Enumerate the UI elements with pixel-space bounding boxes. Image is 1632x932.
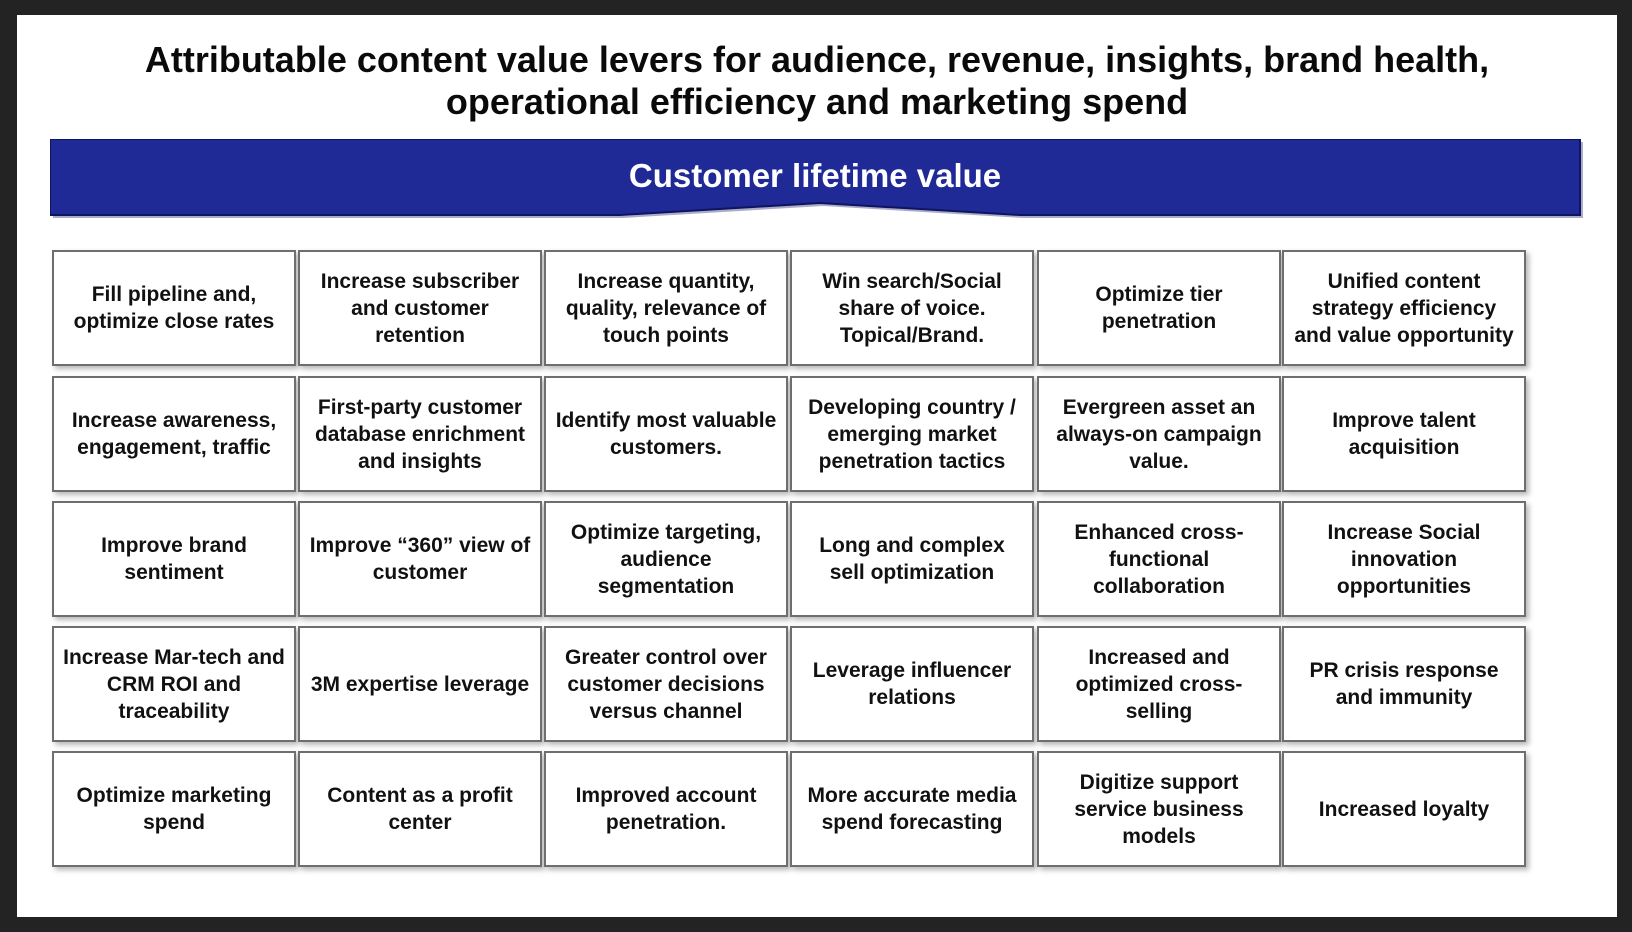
value-lever-label: Optimize marketing spend (76, 784, 272, 834)
value-lever-card: Win search/Social share of voice. Topica… (790, 250, 1034, 366)
value-lever-label: Optimize targeting, audience segmentatio… (570, 520, 762, 598)
value-lever-card: Long and complex sell optimization (790, 501, 1034, 617)
value-lever-label: Digitize support service business models (1074, 770, 1244, 848)
value-lever-label: Developing country / emerging market pen… (808, 395, 1016, 473)
value-lever-card: Content as a profit center (298, 751, 542, 867)
value-lever-card: Increased and optimized cross-selling (1037, 626, 1281, 742)
value-lever-label: Identify most valuable customers. (555, 409, 777, 459)
value-lever-card: Leverage influencer relations (790, 626, 1034, 742)
value-lever-label: First-party customer database enrichment… (314, 395, 526, 473)
title-line-2: operational efficiency and marketing spe… (445, 81, 1189, 122)
value-lever-label: More accurate media spend forecasting (807, 784, 1017, 834)
value-lever-card: Increase subscriber and customer retenti… (298, 250, 542, 366)
value-lever-label: Win search/Social share of voice. Topica… (822, 269, 1002, 347)
value-lever-card: Improve brand sentiment (52, 501, 296, 617)
value-lever-card: Improve talent acquisition (1282, 376, 1526, 492)
value-lever-card: Increase Social innovation opportunities (1282, 501, 1526, 617)
value-lever-card: Optimize tier penetration (1037, 250, 1281, 366)
value-lever-label: Increase subscriber and customer retenti… (320, 269, 520, 347)
value-lever-label: Evergreen asset an always-on campaign va… (1056, 395, 1262, 473)
value-lever-label: Increase Social innovation opportunities (1327, 520, 1481, 598)
value-lever-label: Fill pipeline and, optimize close rates (73, 283, 275, 333)
value-lever-label: 3M expertise leverage (310, 672, 530, 696)
value-lever-card: Increased loyalty (1282, 751, 1526, 867)
value-lever-card: Evergreen asset an always-on campaign va… (1037, 376, 1281, 492)
value-lever-card: Fill pipeline and, optimize close rates (52, 250, 296, 366)
value-lever-label: Improve brand sentiment (101, 534, 247, 584)
value-lever-card: Optimize marketing spend (52, 751, 296, 867)
value-lever-label: Unified content strategy efficiency and … (1294, 269, 1514, 347)
value-lever-label: PR crisis response and immunity (1309, 659, 1499, 709)
value-lever-card: Greater control over customer decisions … (544, 626, 788, 742)
value-lever-card: 3M expertise leverage (298, 626, 542, 742)
value-lever-label: Increase quantity, quality, relevance of… (565, 269, 767, 347)
value-lever-card: Increase awareness, engagement, traffic (52, 376, 296, 492)
slide: Attributable content value levers for au… (17, 15, 1617, 917)
value-lever-card: More accurate media spend forecasting (790, 751, 1034, 867)
value-lever-label: Improved account penetration. (575, 784, 757, 834)
value-lever-label: Increase Mar-tech and CRM ROI and tracea… (63, 645, 285, 723)
value-lever-label: Improve “360” view of customer (309, 534, 531, 584)
value-lever-label: Content as a profit center (327, 784, 513, 834)
value-lever-card: Increase Mar-tech and CRM ROI and tracea… (52, 626, 296, 742)
value-lever-card: Improved account penetration. (544, 751, 788, 867)
value-lever-card: PR crisis response and immunity (1282, 626, 1526, 742)
value-lever-label: Greater control over customer decisions … (565, 645, 767, 723)
value-lever-card: Identify most valuable customers. (544, 376, 788, 492)
customer-lifetime-value-banner: Customer lifetime value (50, 139, 1587, 231)
value-lever-card: First-party customer database enrichment… (298, 376, 542, 492)
page-title: Attributable content value levers for au… (17, 39, 1617, 123)
value-lever-card: Developing country / emerging market pen… (790, 376, 1034, 492)
value-lever-label: Increase awareness, engagement, traffic (71, 409, 277, 459)
value-lever-card: Improve “360” view of customer (298, 501, 542, 617)
value-lever-card: Enhanced cross-functional collaboration (1037, 501, 1281, 617)
value-lever-label: Improve talent acquisition (1332, 409, 1476, 459)
value-lever-card: Increase quantity, quality, relevance of… (544, 250, 788, 366)
value-lever-label: Increased loyalty (1318, 797, 1490, 821)
value-lever-card: Unified content strategy efficiency and … (1282, 250, 1526, 366)
value-lever-card: Optimize targeting, audience segmentatio… (544, 501, 788, 617)
value-lever-card: Digitize support service business models (1037, 751, 1281, 867)
value-lever-label: Increased and optimized cross-selling (1075, 645, 1243, 723)
value-lever-label: Enhanced cross-functional collaboration (1074, 520, 1244, 598)
banner-shape (50, 139, 1583, 218)
banner-label: Customer lifetime value (628, 157, 1002, 194)
value-lever-label: Long and complex sell optimization (819, 534, 1005, 584)
value-lever-label: Optimize tier penetration (1095, 283, 1223, 333)
value-lever-label: Leverage influencer relations (812, 659, 1012, 709)
title-line-1: Attributable content value levers for au… (144, 39, 1490, 80)
